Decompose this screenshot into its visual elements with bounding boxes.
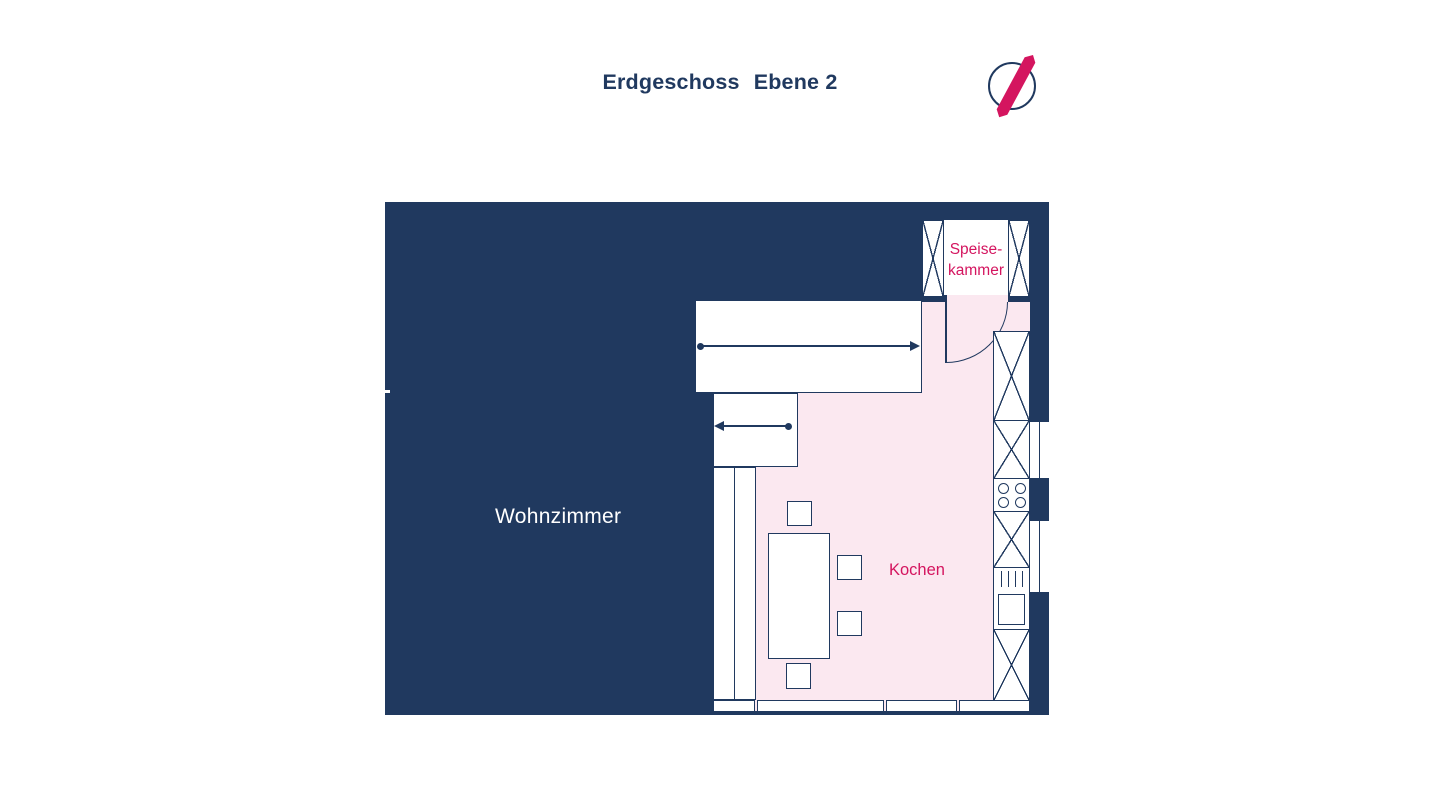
title-level: Ebene 2 [753, 70, 838, 94]
compass [985, 50, 1041, 122]
sink-basin [998, 594, 1025, 625]
wall-top [713, 202, 922, 300]
chair [837, 555, 862, 580]
north-arrow-circle [988, 62, 1036, 110]
burner-icon [1014, 482, 1026, 494]
drainer-line [1008, 571, 1010, 587]
drainer-line [1001, 571, 1003, 587]
kitchen-label: Kochen [889, 561, 945, 579]
door-leaf [945, 302, 947, 363]
pantry-cabinet-right-icon [1008, 220, 1030, 297]
cooktop-burners-icon [993, 478, 1030, 512]
dimension-dot-right [784, 422, 792, 430]
counter-segment [713, 700, 755, 712]
chair [787, 501, 812, 526]
dimension-line-2 [724, 425, 788, 427]
burner-icon [1014, 496, 1026, 508]
pantry-label-line2: kammer [948, 261, 1004, 279]
title-floor: Erdgeschoss [602, 70, 740, 94]
north-arrow-icon [996, 55, 1036, 118]
dimension-line-1 [700, 345, 910, 347]
pantry-cabinet-left-icon [922, 220, 944, 297]
pantry-label-line1: Speise- [949, 241, 1003, 258]
window [1030, 421, 1049, 479]
sink-icon [993, 567, 1030, 630]
living-room-area [385, 202, 713, 715]
chair [837, 611, 862, 636]
counter-side-block [713, 393, 798, 467]
drainer-line [1022, 571, 1024, 587]
kitchen-counter-left-b [734, 467, 756, 700]
pantry-label: Speise- kammer [941, 240, 1011, 281]
pantry-door-jamb-right [1008, 295, 1030, 302]
tall-cabinet-icon [993, 331, 1030, 421]
drainer-line [1015, 571, 1017, 587]
window-glass-line [1038, 521, 1040, 592]
burner-icon [997, 496, 1009, 508]
window [1030, 520, 1049, 593]
wall-break [385, 390, 390, 393]
chair [786, 663, 811, 689]
tall-cabinet-icon [993, 420, 1030, 479]
counter-segment [886, 700, 957, 712]
wall-right-lower [1030, 592, 1049, 711]
pantry-door-opening [947, 295, 1008, 302]
burner-icon [997, 482, 1009, 494]
wall-right-upper [1030, 220, 1049, 421]
dimension-arrowhead-right [910, 341, 920, 351]
wall-right-mid [1030, 478, 1049, 520]
counter-segment [959, 700, 1030, 712]
counter-segment [757, 700, 884, 712]
window-glass-line [1038, 422, 1040, 478]
base-cabinet-icon [993, 511, 1030, 568]
wall-top-right [922, 202, 1049, 220]
kitchen-counter-left-a [713, 467, 735, 700]
base-cabinet-icon [993, 629, 1030, 701]
floor-plan: Speise- kammer [385, 202, 1049, 715]
wall-bottom [713, 711, 1049, 715]
pantry-door-jamb-left [922, 295, 947, 302]
dimension-arrowhead-left [714, 421, 724, 431]
living-room-label: Wohnzimmer [495, 505, 622, 528]
table [768, 533, 830, 659]
page-title: Erdgeschoss Ebene 2 [0, 70, 1440, 95]
